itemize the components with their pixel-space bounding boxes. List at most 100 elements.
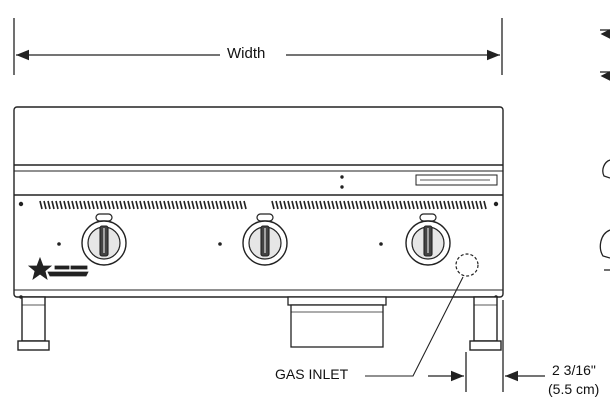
vent-slot — [103, 200, 107, 210]
knob-indicator-tab — [419, 213, 437, 222]
vent-slot — [419, 200, 423, 210]
right-leg-foot — [469, 340, 502, 351]
right-leg-post — [473, 296, 498, 342]
vent-slot — [227, 200, 231, 210]
vent-slot — [375, 200, 379, 210]
vent-slot — [327, 200, 331, 210]
right-burner-knob[interactable] — [405, 213, 451, 266]
vent-slot — [299, 200, 303, 210]
panel-dot-upper — [340, 175, 344, 179]
width-label: Width — [223, 45, 270, 62]
left-leg — [17, 296, 50, 351]
vent-slot — [191, 200, 195, 210]
vent-slot — [407, 200, 411, 210]
vent-slot — [379, 200, 383, 210]
vent-slot — [479, 200, 483, 210]
vent-slot — [151, 200, 155, 210]
vent-slot — [331, 200, 335, 210]
vent-slot — [159, 200, 163, 210]
vent-slot — [399, 200, 403, 210]
vent-slot — [395, 200, 399, 210]
side-dim-arrowhead — [600, 29, 610, 39]
vent-slot — [39, 200, 43, 210]
side-knob-lower — [599, 229, 610, 259]
legs — [17, 296, 502, 351]
vent-slot — [203, 200, 207, 210]
vent-slot — [303, 200, 307, 210]
vent-slot — [139, 200, 143, 210]
vent-slot — [59, 200, 63, 210]
vent-slot — [335, 200, 339, 210]
vent-slot — [283, 200, 287, 210]
vent-slot — [463, 200, 467, 210]
vent-slot — [67, 200, 71, 210]
vent-slot — [119, 200, 123, 210]
vent-slot — [447, 200, 451, 210]
vent-slot — [347, 200, 351, 210]
knob-indicator-tab — [256, 213, 274, 222]
vent-slot — [475, 200, 479, 210]
gas-inlet-circle — [455, 253, 479, 277]
vent-slot — [311, 200, 315, 210]
vent-slot — [371, 200, 375, 210]
vent-slot — [199, 200, 203, 210]
gas-inlet-leader — [365, 276, 464, 377]
vent-slot — [339, 200, 343, 210]
drawer-box — [290, 304, 384, 348]
vent-slot — [275, 200, 279, 210]
vent-slot — [63, 200, 67, 210]
vent-slot — [279, 200, 283, 210]
offset-dimension — [428, 300, 545, 392]
vent-slot — [47, 200, 51, 210]
vent-slot — [459, 200, 463, 210]
vent-slot — [107, 200, 111, 210]
vent-slot — [111, 200, 115, 210]
right-leg — [469, 296, 502, 351]
vent-slot — [431, 200, 435, 210]
center-burner-knob[interactable] — [242, 213, 288, 266]
logo-swoosh — [47, 271, 89, 277]
vent-slot — [135, 200, 139, 210]
vent-slot — [439, 200, 443, 210]
vent-slot — [211, 200, 215, 210]
vent-slot — [123, 200, 127, 210]
vent-slot — [131, 200, 135, 210]
vent-slot — [443, 200, 447, 210]
screw-top-left — [18, 201, 24, 207]
vent-slot — [471, 200, 475, 210]
side-knob-upper — [602, 159, 610, 179]
vent-slot — [467, 200, 471, 210]
vent-slot — [91, 200, 95, 210]
burner-knobs — [81, 213, 451, 266]
gas-inlet-label: GAS INLET — [275, 366, 349, 382]
vent-slot — [427, 200, 431, 210]
vent-slot — [307, 200, 311, 210]
vent-slot — [435, 200, 439, 210]
vent-slot — [451, 200, 455, 210]
vent-slot — [483, 200, 487, 210]
vent-slots — [39, 200, 487, 210]
vent-slot — [403, 200, 407, 210]
left-burner-knob[interactable] — [81, 213, 127, 266]
vent-slot — [99, 200, 103, 210]
side-dim-arrowhead-2 — [600, 71, 610, 81]
left-leg-foot — [17, 340, 50, 351]
vent-slot — [383, 200, 387, 210]
vent-slot — [175, 200, 179, 210]
vent-slot — [115, 200, 119, 210]
vent-slot — [71, 200, 75, 210]
vent-slot — [319, 200, 323, 210]
width-dimension — [13, 18, 503, 75]
vent-slot — [215, 200, 219, 210]
vent-slot — [271, 200, 275, 210]
vent-slot — [359, 200, 363, 210]
vent-slot — [179, 200, 183, 210]
vent-slot — [411, 200, 415, 210]
vent-slot — [75, 200, 79, 210]
vent-slot — [295, 200, 299, 210]
vent-slot — [343, 200, 347, 210]
vent-slot — [219, 200, 223, 210]
vent-slot — [79, 200, 83, 210]
